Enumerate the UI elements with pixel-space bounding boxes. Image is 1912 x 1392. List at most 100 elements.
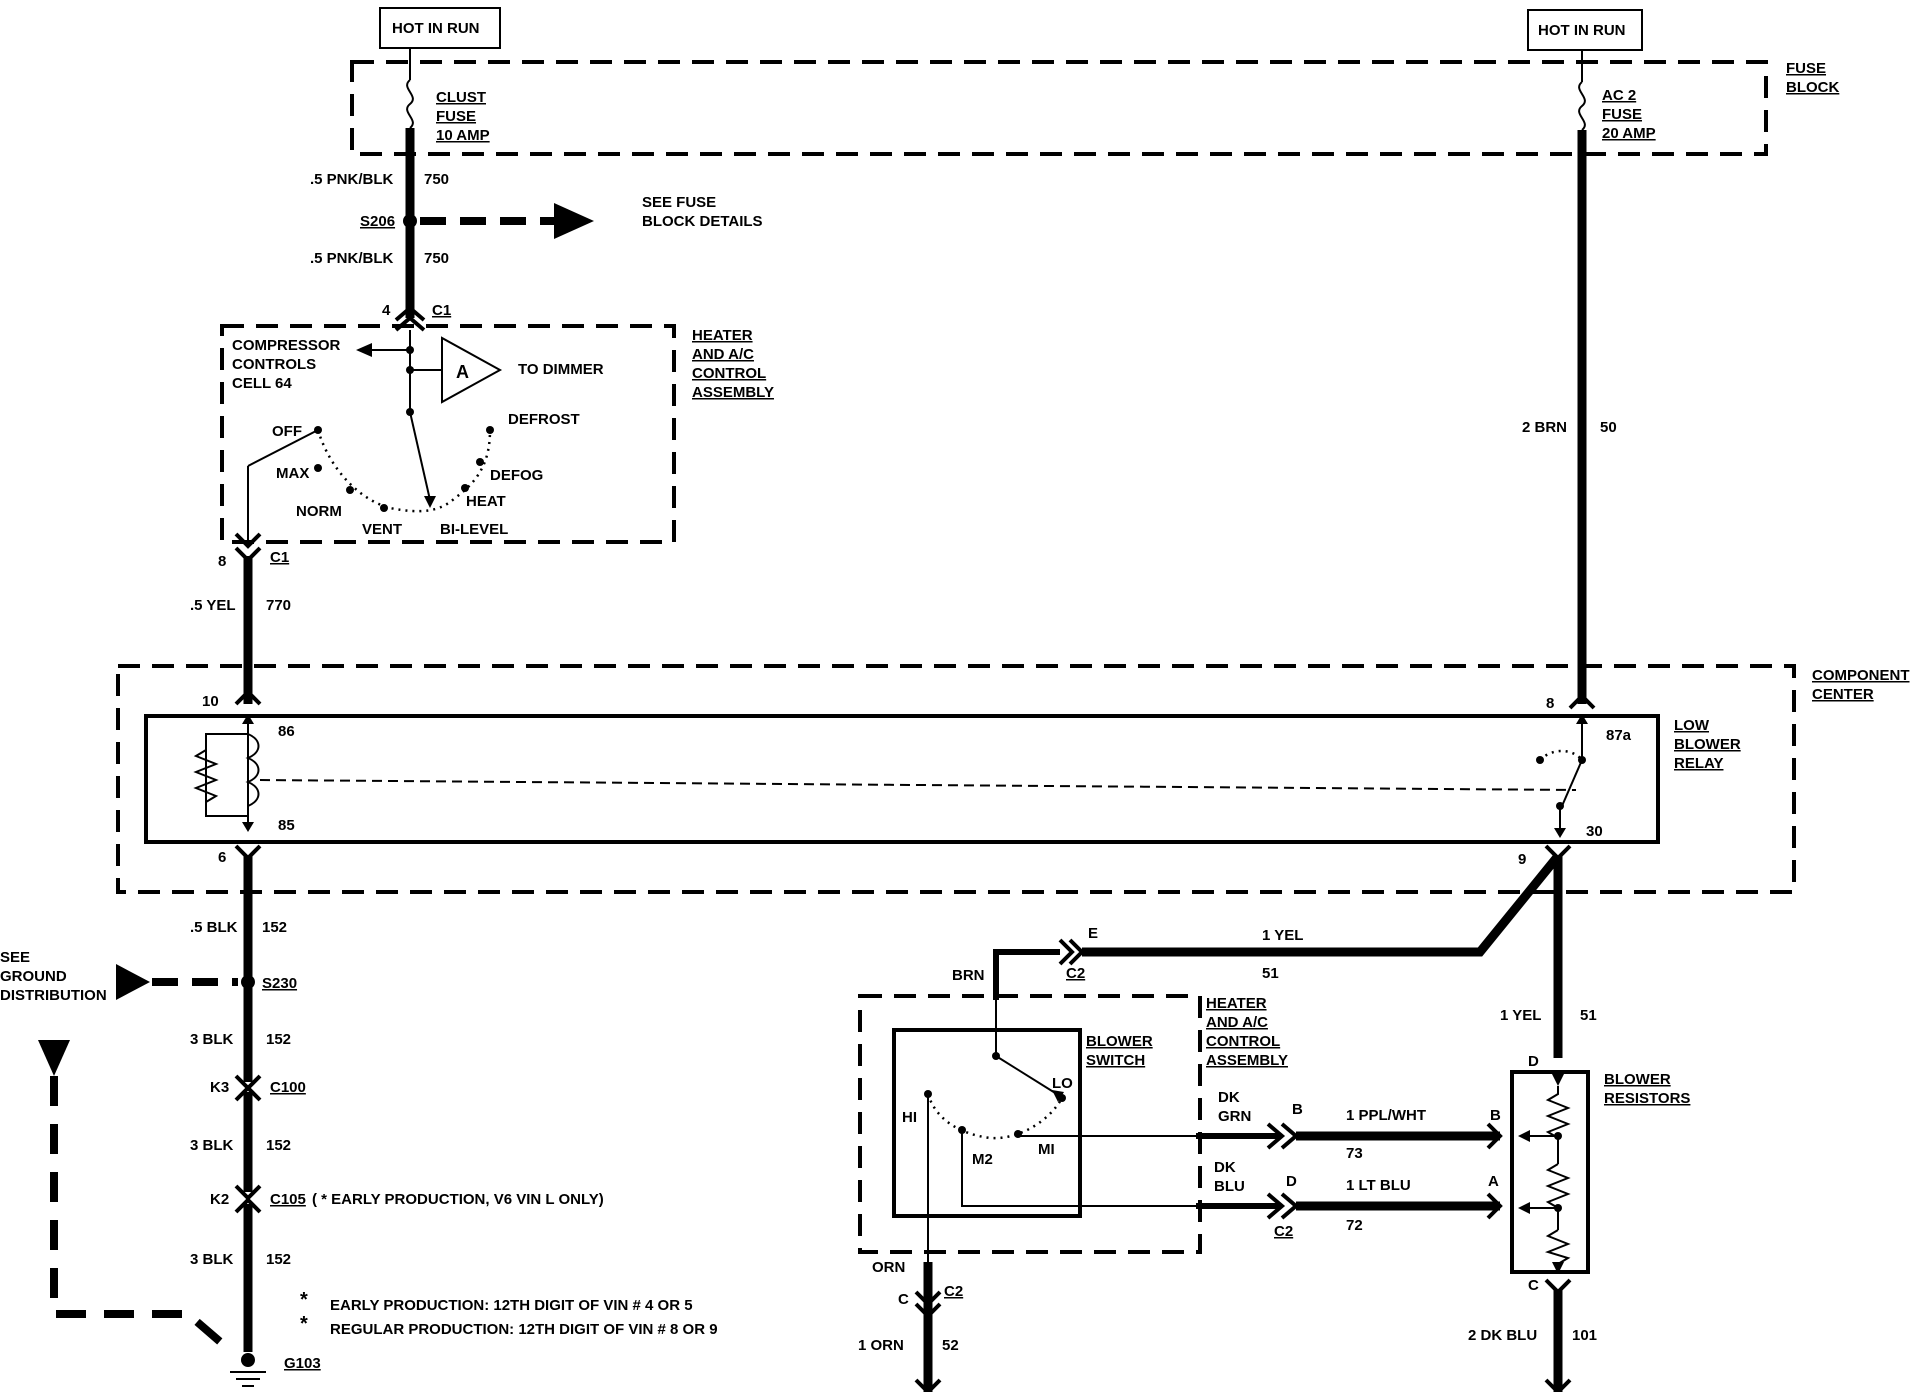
circuit-51-top: 51 [1262, 965, 1279, 982]
mode-defog: DEFOG [490, 467, 543, 484]
blower-switch-arm [995, 1055, 1061, 1097]
low-blower-relay-label-3: RELAY [1674, 755, 1723, 772]
to-dimmer-label: TO DIMMER [518, 361, 604, 378]
s206-label: S206 [360, 213, 395, 230]
circuit-51-right: 51 [1580, 1007, 1597, 1024]
fuse-block-label-2: BLOCK [1786, 79, 1839, 96]
heater-ac-assembly-1 [220, 324, 676, 544]
wire-2-dk-blu: 2 DK BLU [1468, 1327, 1537, 1344]
circuit-73: 73 [1346, 1145, 1363, 1162]
heater-ac-label-1d: ASSEMBLY [692, 384, 774, 401]
ac2-fuse-symbol [1578, 81, 1586, 131]
compressor-controls-label-3: CELL 64 [232, 375, 292, 392]
ac2-fuse-label-3: 20 AMP [1602, 125, 1656, 142]
mode-selector-arm [409, 411, 431, 501]
see-ground-label-3: DISTRIBUTION [0, 987, 107, 1004]
wire-pnk-blk-1: .5 PNK/BLK [310, 171, 394, 188]
dk-blu: DK [1214, 1159, 1236, 1176]
blower-switch-label: BLOWER [1086, 1033, 1153, 1050]
pin-c-left: C [898, 1291, 909, 1308]
pin-e: E [1088, 925, 1098, 942]
note-star-1: * [300, 1289, 308, 1311]
pin-9: 9 [1518, 851, 1526, 868]
hot-in-run-left: HOT IN RUN [392, 20, 480, 37]
circuit-52: 52 [942, 1337, 959, 1354]
low-blower-relay-label-2: BLOWER [1674, 736, 1741, 753]
circuit-152-1: 152 [262, 919, 287, 936]
ac2-fuse-label: AC 2 [1602, 87, 1636, 104]
circuit-50: 50 [1600, 419, 1617, 436]
splice-s206 [403, 214, 417, 228]
resistor-1 [1545, 1086, 1571, 1164]
component-center-label: COMPONENT [1812, 667, 1910, 684]
coil-resistor [193, 749, 219, 803]
clust-fuse-symbol [406, 79, 414, 129]
wire-lt-blu: 1 LT BLU [1346, 1177, 1411, 1194]
component-center-label-2: CENTER [1812, 686, 1874, 703]
ac2-fuse-label-2: FUSE [1602, 106, 1642, 123]
mode-max: MAX [276, 465, 309, 482]
wire-3-blk-3: 3 BLK [190, 1251, 234, 1268]
compressor-arrow [356, 343, 372, 357]
wire-ppl-wht: 1 PPL/WHT [1346, 1107, 1426, 1124]
pin-b-left: B [1292, 1101, 1303, 1118]
amp-a: A [456, 362, 469, 382]
pin-8-left: 8 [218, 553, 226, 570]
fuse-block-outline [350, 60, 1768, 156]
pin-8-right: 8 [1546, 695, 1554, 712]
hot-in-run-right: HOT IN RUN [1538, 22, 1626, 39]
heater-ac-label-1b: AND A/C [692, 346, 754, 363]
clust-fuse-label-2: FUSE [436, 108, 476, 125]
see-ground-label-2: GROUND [0, 968, 67, 985]
c100: C100 [270, 1079, 306, 1096]
c105-note: ( * EARLY PRODUCTION, V6 VIN L ONLY) [312, 1191, 604, 1208]
pin-30: 30 [1586, 823, 1603, 840]
blower-resistors-label: BLOWER [1604, 1071, 1671, 1088]
wire-1-yel-top: 1 YEL [1262, 927, 1303, 944]
c2-e: C2 [1066, 965, 1085, 982]
circuit-152-4: 152 [266, 1251, 291, 1268]
see-fuse-block-label-2: BLOCK DETAILS [642, 213, 763, 230]
circuit-152-2: 152 [266, 1031, 291, 1048]
pin-10: 10 [202, 693, 219, 710]
dimmer-amplifier [441, 336, 503, 404]
k3: K3 [210, 1079, 229, 1096]
wire-3-blk-2: 3 BLK [190, 1137, 234, 1154]
c1-top: C1 [432, 302, 451, 319]
circuit-770: 770 [266, 597, 291, 614]
relay-coil [245, 733, 260, 807]
fuse-block-label: FUSE [1786, 60, 1826, 77]
orn: ORN [872, 1259, 905, 1276]
ground-symbol [230, 1371, 266, 1387]
note-regular: REGULAR PRODUCTION: 12TH DIGIT OF VIN # … [330, 1321, 718, 1338]
pin-a-right: A [1488, 1173, 1499, 1190]
sw-mi: MI [1038, 1141, 1055, 1158]
wire-5-yel: .5 YEL [190, 597, 236, 614]
c2-bottom: C2 [944, 1283, 963, 1300]
heater-ac-assembly-2 [858, 994, 1202, 1254]
mode-bilevel: BI-LEVEL [440, 521, 508, 538]
see-ground-arrow [116, 964, 150, 1000]
blower-resistors-label-2: RESISTORS [1604, 1090, 1690, 1107]
hot-in-run-box-right [1527, 9, 1643, 51]
see-fuse-block-label: SEE FUSE [642, 194, 716, 211]
wire-3-blk-1: 3 BLK [190, 1031, 234, 1048]
heater-ac-label-1: HEATER [692, 327, 753, 344]
heater-ac-label-2b: AND A/C [1206, 1014, 1268, 1031]
mode-heat: HEAT [466, 493, 506, 510]
blower-switch-label-2: SWITCH [1086, 1052, 1145, 1069]
note-early: EARLY PRODUCTION: 12TH DIGIT OF VIN # 4 … [330, 1297, 693, 1314]
compressor-controls-label: COMPRESSOR [232, 337, 341, 354]
dk-blu-2: BLU [1214, 1178, 1245, 1195]
circuit-101: 101 [1572, 1327, 1597, 1344]
relay-switch-arm [1561, 759, 1583, 807]
pin-86: 86 [278, 723, 295, 740]
see-fuse-arrow [554, 203, 594, 239]
sw-lo: LO [1052, 1075, 1073, 1092]
heater-ac-label-1c: CONTROL [692, 365, 766, 382]
sw-m2: M2 [972, 1151, 993, 1168]
pin-4: 4 [382, 302, 391, 319]
clust-fuse-label: CLUST [436, 89, 486, 106]
wire-2-brn: 2 BRN [1522, 419, 1567, 436]
k2: K2 [210, 1191, 229, 1208]
